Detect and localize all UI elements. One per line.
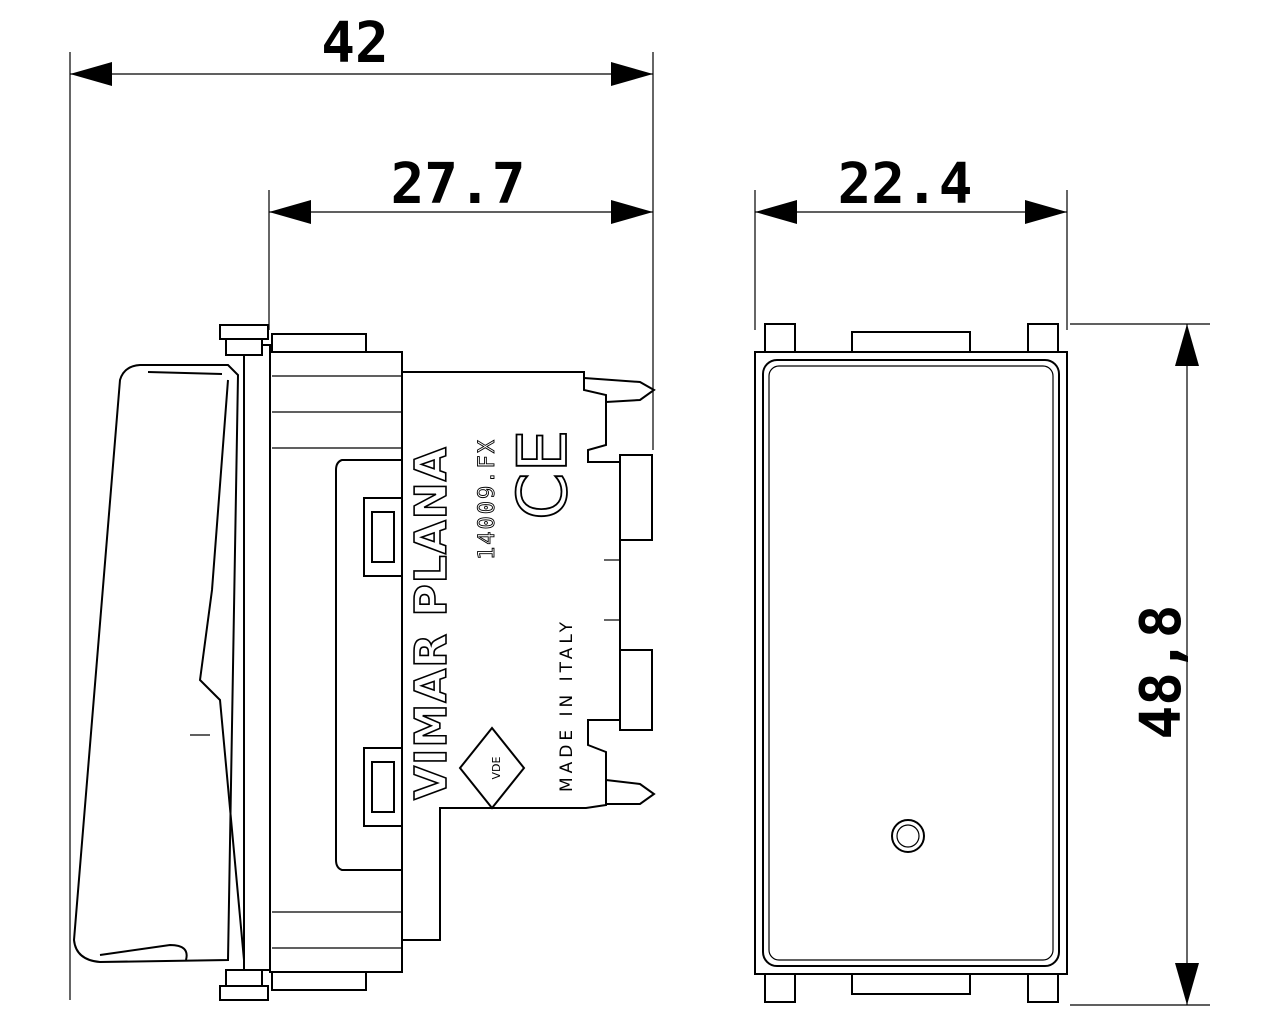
frame-plate bbox=[243, 344, 271, 971]
arrowhead-right bbox=[611, 62, 653, 86]
arrowhead-bottom bbox=[1175, 963, 1199, 1005]
front-bottom-right-lug bbox=[1027, 973, 1059, 1003]
terminal-block-lower bbox=[619, 649, 653, 731]
dimension-overall-depth: 42 bbox=[69, 11, 654, 1000]
led-ring-inner bbox=[896, 824, 920, 848]
arrowhead-left bbox=[755, 200, 797, 224]
housing-latch-lower-inner bbox=[371, 761, 395, 813]
front-key-inner-edge bbox=[768, 365, 1054, 961]
side-view: VIMAR PLANA 14009.FX CE MADE IN ITALY VD… bbox=[72, 324, 656, 1001]
led-ring-outer bbox=[891, 819, 925, 853]
arrowhead-top bbox=[1175, 324, 1199, 366]
dimension-front-height: 48,8 bbox=[1070, 323, 1210, 1006]
arrowhead-left bbox=[70, 62, 112, 86]
housing-latch-upper-inner bbox=[371, 511, 395, 563]
ce-marking: CE bbox=[504, 430, 583, 520]
frame-top-clip bbox=[219, 324, 269, 340]
front-key-plate bbox=[762, 359, 1060, 967]
rear-body-outline bbox=[401, 371, 621, 941]
housing-top-rib bbox=[271, 333, 367, 353]
front-top-tab bbox=[851, 331, 971, 355]
arrowhead-left bbox=[269, 200, 311, 224]
dimension-label-overall-depth: 42 bbox=[321, 11, 388, 76]
front-top-right-lug bbox=[1027, 323, 1059, 353]
rocker-key-lower-edge bbox=[99, 943, 188, 961]
mechanism-housing bbox=[269, 333, 405, 991]
origin-marking: MADE IN ITALY bbox=[557, 618, 577, 792]
terminal-block-upper bbox=[619, 454, 653, 541]
vde-marking: VDE bbox=[490, 756, 503, 779]
front-frame bbox=[219, 324, 271, 1001]
dimension-label-front-width: 22.4 bbox=[838, 152, 973, 217]
housing-bottom-rib bbox=[271, 971, 367, 991]
vde-icon: VDE bbox=[458, 726, 526, 810]
rocker-key-top-edge bbox=[147, 371, 223, 375]
front-bottom-left-lug bbox=[764, 973, 796, 1003]
dimension-mechanism-depth: 27.7 bbox=[268, 152, 653, 330]
dimension-label-front-height: 48,8 bbox=[1129, 605, 1194, 740]
frame-bottom-clip-inner bbox=[225, 969, 263, 987]
dimension-front-width: 22.4 bbox=[754, 152, 1068, 330]
rocker-key bbox=[72, 364, 245, 964]
arrowhead-right bbox=[1025, 200, 1067, 224]
brand-marking: VIMAR PLANA bbox=[406, 446, 457, 800]
terminal-bottom bbox=[605, 779, 656, 805]
rocker-key-body bbox=[72, 364, 240, 964]
arrowhead-right bbox=[611, 200, 653, 224]
frame-bottom-clip bbox=[219, 985, 269, 1001]
frame-top-clip-inner bbox=[225, 338, 263, 356]
led-indicator-icon bbox=[891, 819, 925, 853]
rear-body: VIMAR PLANA 14009.FX CE MADE IN ITALY VD… bbox=[401, 371, 656, 941]
rocker-key-hinge-edge bbox=[198, 379, 245, 961]
front-top-left-lug bbox=[764, 323, 796, 353]
front-view bbox=[754, 323, 1068, 1003]
terminal-top bbox=[583, 377, 656, 403]
front-bottom-tab bbox=[851, 971, 971, 995]
product-code-marking: 14009.FX bbox=[475, 438, 500, 560]
dimension-label-mechanism-depth: 27.7 bbox=[391, 152, 526, 217]
vde-diamond bbox=[458, 726, 526, 810]
